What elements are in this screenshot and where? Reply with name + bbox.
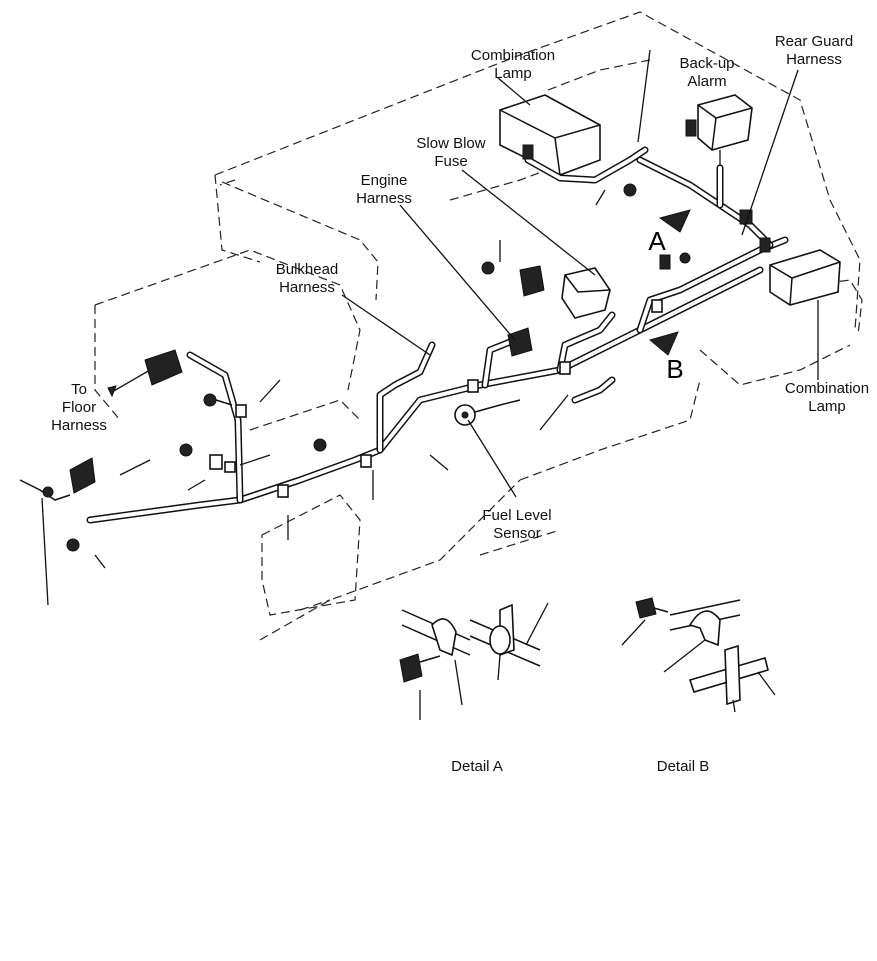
label-to-floor-harness-line1: To xyxy=(71,381,87,398)
label-backup-alarm-line2: Alarm xyxy=(687,73,726,90)
label-rear-guard-harness-line2: Harness xyxy=(786,51,842,68)
label-combination-lamp-top: Combination Lamp xyxy=(471,47,555,82)
label-combination-lamp-top-line1: Combination xyxy=(471,47,555,64)
label-fuel-level-sensor-line2: Sensor xyxy=(493,525,541,542)
label-bulkhead-harness: Bulkhead Harness xyxy=(276,261,339,296)
label-slow-blow-fuse: Slow Blow Fuse xyxy=(416,135,485,170)
harness-hardware xyxy=(19,144,771,552)
label-combination-lamp-top-line2: Lamp xyxy=(494,65,532,82)
label-to-floor-harness: To Floor Harness xyxy=(51,381,107,434)
detail-b-caption: Detail B xyxy=(657,758,710,775)
label-fuel-level-sensor-line1: Fuel Level xyxy=(482,507,551,524)
label-engine-harness-line2: Harness xyxy=(356,190,412,207)
label-rear-guard-harness: Rear Guard Harness xyxy=(775,33,853,68)
view-a-marker: A xyxy=(648,226,666,256)
combination-lamp-top xyxy=(499,94,601,176)
detail-b-illustration xyxy=(621,597,776,713)
label-combination-lamp-right-line2: Lamp xyxy=(808,398,846,415)
label-combination-lamp-right: Combination Lamp xyxy=(785,380,869,415)
label-rear-guard-harness-line1: Rear Guard xyxy=(775,33,853,50)
leader-lines xyxy=(41,49,819,606)
view-arrows xyxy=(648,209,691,356)
label-to-floor-harness-line2: Floor xyxy=(62,399,96,416)
label-engine-harness: Engine Harness xyxy=(356,172,412,207)
detail-a-caption: Detail A xyxy=(451,758,503,775)
backup-alarm xyxy=(685,94,753,168)
label-bulkhead-harness-line1: Bulkhead xyxy=(276,261,339,278)
label-slow-blow-fuse-line2: Fuse xyxy=(434,153,467,170)
label-backup-alarm-line1: Back-up xyxy=(679,55,734,72)
label-to-floor-harness-line3: Harness xyxy=(51,417,107,434)
main-harness xyxy=(86,146,789,524)
label-backup-alarm: Back-up Alarm xyxy=(679,55,734,90)
view-b-marker: B xyxy=(666,354,683,384)
label-fuel-level-sensor: Fuel Level Sensor xyxy=(482,507,551,542)
label-slow-blow-fuse-line1: Slow Blow xyxy=(416,135,485,152)
label-bulkhead-harness-line2: Harness xyxy=(279,279,335,296)
combination-lamp-right xyxy=(769,249,841,306)
detail-a-illustration xyxy=(399,602,549,720)
label-engine-harness-line1: Engine xyxy=(361,172,408,189)
label-combination-lamp-right-line1: Combination xyxy=(785,380,869,397)
